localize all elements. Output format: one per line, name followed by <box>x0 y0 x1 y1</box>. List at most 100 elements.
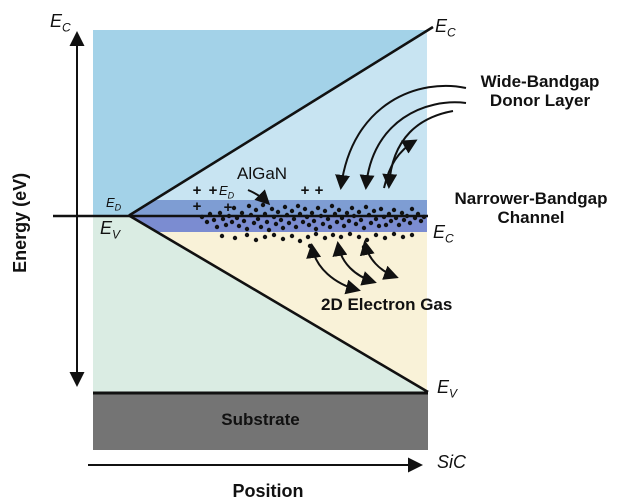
electron-dot <box>381 214 387 220</box>
electron-dot <box>347 231 353 237</box>
electron-dot <box>363 204 369 210</box>
electron-dot <box>399 210 405 216</box>
electron-dot <box>280 236 286 242</box>
electron-dot <box>214 224 220 230</box>
electron-dot <box>339 215 345 221</box>
ionized-donors: ++++++ <box>193 182 324 216</box>
electron-dot <box>248 212 254 218</box>
electron-dot <box>226 213 232 219</box>
wide-bandgap-donor-layer-label: Wide-Bandgap Donor Layer <box>480 72 600 110</box>
electron-dot <box>382 235 388 241</box>
electron-dot <box>300 219 306 225</box>
electron-dot <box>338 234 344 240</box>
x-axis-label: Position <box>232 481 304 501</box>
electron-dot <box>241 218 247 224</box>
electron-dot <box>378 206 384 212</box>
electron-dot <box>364 237 370 243</box>
electron-dot <box>223 222 229 228</box>
electron-dot <box>320 221 326 227</box>
electron-dot <box>297 211 303 217</box>
electron-dot <box>391 231 397 237</box>
ed-donor-label: ED <box>219 183 235 201</box>
valence-band-line <box>128 214 429 394</box>
electron-dot <box>289 233 295 239</box>
donor-plus-sign: + <box>193 198 202 215</box>
electron-dot <box>234 215 240 221</box>
electron-dot <box>295 203 301 209</box>
electron-dot <box>415 211 421 217</box>
electron-dot <box>271 214 277 220</box>
electron-dot <box>199 214 205 220</box>
electron-dot <box>311 218 317 224</box>
electron-dot <box>231 205 237 211</box>
x-axis-end-label: SiC <box>437 452 467 472</box>
electron-dot <box>330 232 336 238</box>
electron-dot <box>356 209 362 215</box>
electron-dot <box>229 219 235 225</box>
electron-dot <box>219 233 225 239</box>
electron-dot <box>239 210 245 216</box>
algan-pointer-arrow <box>247 189 271 206</box>
electron-dot <box>232 235 238 241</box>
electron-dot <box>366 212 372 218</box>
electron-dot <box>220 216 226 222</box>
region-valence-mint <box>93 216 427 392</box>
electron-dot <box>258 224 264 230</box>
region-widegap-upper-left <box>93 30 427 216</box>
electron-dot <box>368 220 374 226</box>
electron-dot <box>373 232 379 238</box>
electron-dot <box>307 243 313 249</box>
electron-dot <box>391 207 397 213</box>
electron-dot <box>275 209 281 215</box>
donor-plus-sign: + <box>315 182 324 199</box>
electron-dot <box>388 218 394 224</box>
electron-dot <box>278 217 284 223</box>
electron-dot <box>273 221 279 227</box>
electron-dot <box>313 226 319 232</box>
electron-dot <box>373 216 379 222</box>
ec-channel-label: EC <box>433 222 454 246</box>
electron-dot <box>421 214 427 220</box>
electron-dot <box>271 232 277 238</box>
donor-plus-sign: + <box>301 182 310 199</box>
electron-dot <box>371 208 377 214</box>
electron-dot <box>418 218 424 224</box>
electron-dot <box>313 231 319 237</box>
electron-dot <box>329 203 335 209</box>
electron-dot <box>322 235 328 241</box>
electron-dot <box>244 232 250 238</box>
ev-right-label: EV <box>437 377 458 401</box>
electron-dot <box>341 223 347 229</box>
ec-top-right-label: EC <box>435 16 456 40</box>
electron-dot <box>262 234 268 240</box>
electron-dot <box>361 225 367 231</box>
electron-dot <box>327 224 333 230</box>
electron-dot <box>264 219 270 225</box>
electron-dot <box>353 221 359 227</box>
two-deg-label: 2D Electron Gas <box>321 295 453 314</box>
region-donor-band-upper <box>129 200 427 216</box>
substrate-label: Substrate <box>221 410 300 429</box>
electron-dot <box>286 220 292 226</box>
electron-dot <box>211 217 217 223</box>
electron-dot <box>291 216 297 222</box>
ed-axis-label: ED <box>106 195 122 213</box>
electron-dot <box>293 224 299 230</box>
donor-plus-sign: + <box>209 182 218 199</box>
electron-dot <box>351 213 357 219</box>
electron-dot <box>304 214 310 220</box>
electron-dot <box>361 244 367 250</box>
electron-dot <box>289 208 295 214</box>
electron-dot <box>337 246 343 252</box>
narrower-bandgap-channel-label: Narrower-Bandgap Channel <box>454 189 608 227</box>
electron-dot <box>412 215 418 221</box>
electron-cloud <box>199 202 427 252</box>
electron-dot <box>383 222 389 228</box>
electron-dot <box>318 213 324 219</box>
donor-plus-sign: + <box>224 199 233 216</box>
electron-dot <box>358 217 364 223</box>
electron-dot <box>284 212 290 218</box>
electron-dot <box>344 210 350 216</box>
electron-dot <box>255 216 261 222</box>
